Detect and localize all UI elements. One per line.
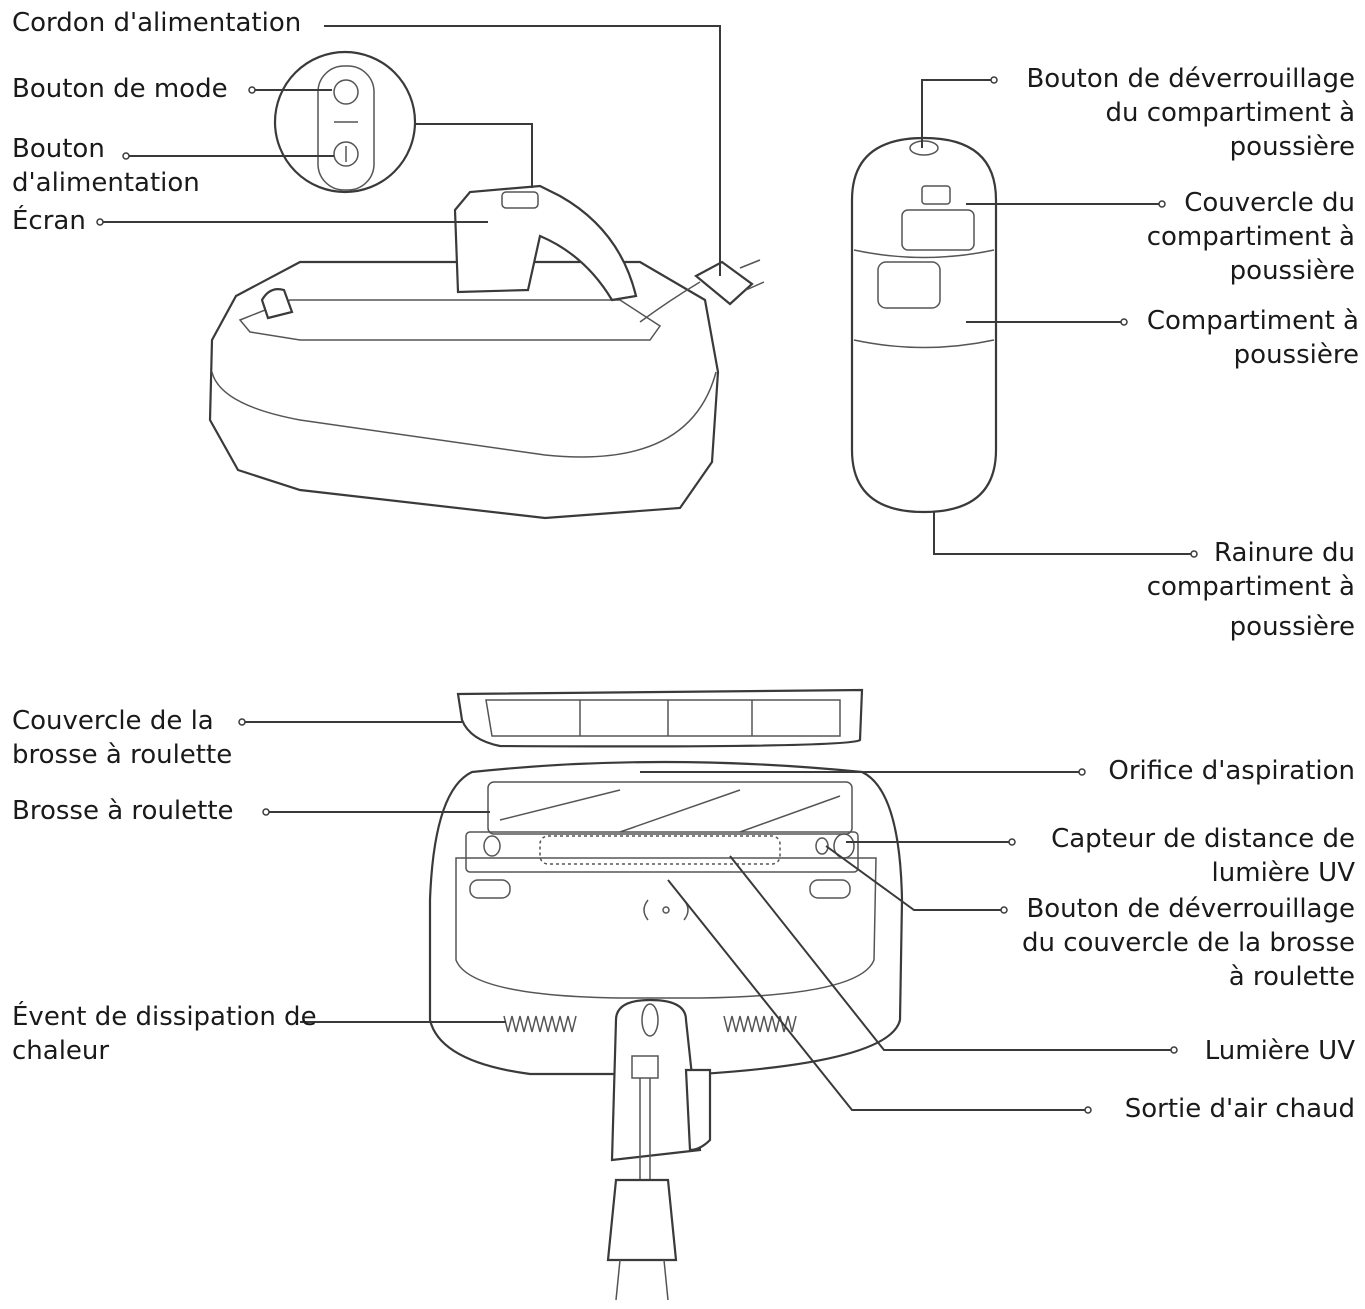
label-dust-groove: Rainure du compartiment à poussière [1146, 538, 1355, 642]
dust-compartment-drawing [850, 136, 998, 514]
label-uv-light: Lumière UV [1204, 1036, 1355, 1066]
label-brush-cover-unlock: Bouton de déverrouillage du couvercle de… [1021, 894, 1355, 992]
label-power-button: Bouton d'alimentation [12, 134, 200, 198]
label-heat-vent: Évent de dissipation de chaleur [12, 1002, 317, 1066]
label-hot-air-outlet: Sortie d'air chaud [1124, 1094, 1355, 1124]
label-suction-inlet: Orifice d'aspiration [1108, 756, 1355, 786]
leader-lines [96, 25, 1198, 1114]
label-mode-button: Bouton de mode [12, 74, 228, 104]
label-power-cord: Cordon d'alimentation [12, 8, 302, 38]
vacuum-device-top [208, 50, 765, 520]
vacuum-underside-drawing [428, 688, 904, 1301]
label-dust-cover: Couvercle du compartiment à poussière [1146, 188, 1355, 286]
label-uv-distance-sensor: Capteur de distance de lumière UV [1051, 824, 1355, 888]
label-roller-brush: Brosse à roulette [12, 796, 234, 826]
label-brush-cover: Couvercle de la brosse à roulette [12, 706, 233, 770]
label-dust-unlock-button: Bouton de déverrouillage du compartiment… [1026, 64, 1355, 162]
label-screen: Écran [12, 206, 86, 236]
label-dust-compartment: Compartiment à poussière [1146, 306, 1359, 370]
